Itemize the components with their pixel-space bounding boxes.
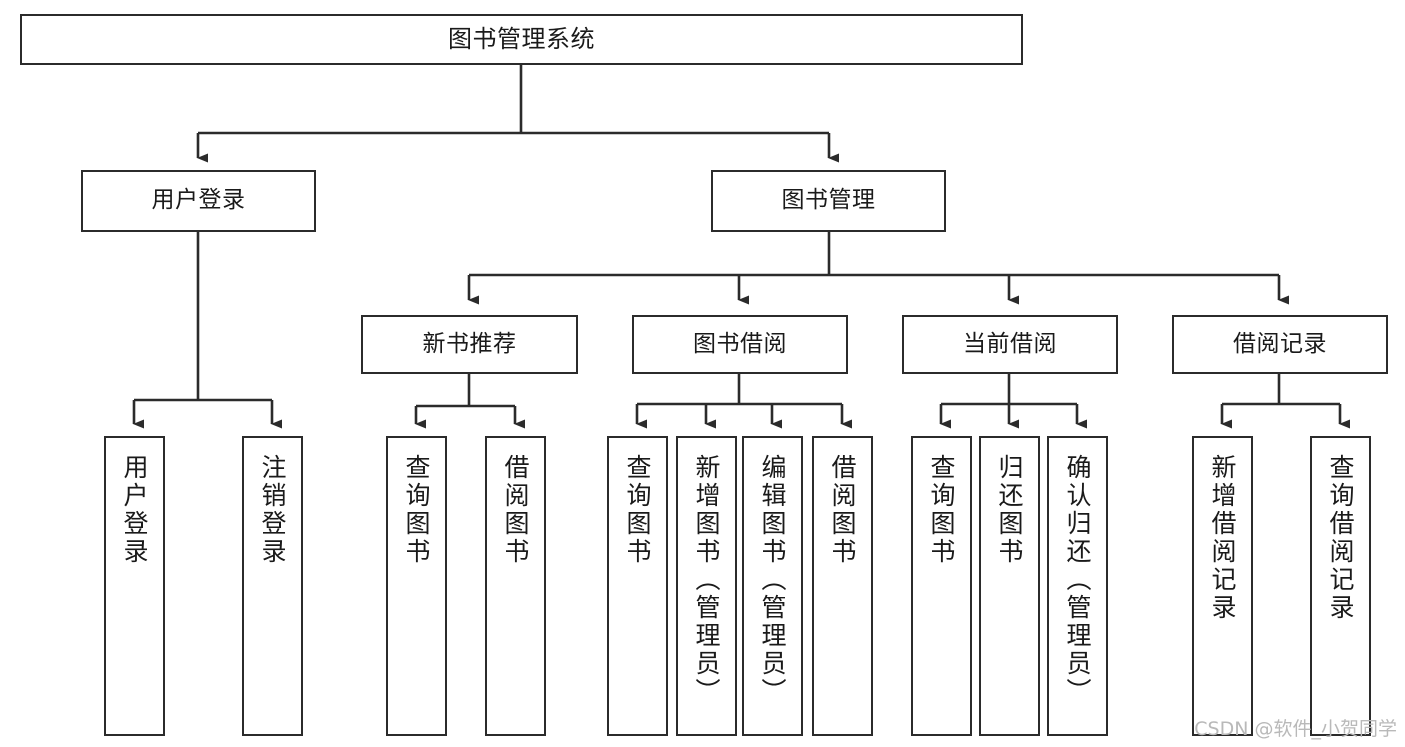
node-label: 图书管理: [781, 187, 876, 214]
leaf-current-borrow-query[interactable]: 查询图书: [911, 436, 972, 736]
node-label: 查询图书: [927, 454, 956, 566]
node-label: 归还图书: [995, 454, 1024, 566]
leaf-user-login-signout[interactable]: 注销登录: [242, 436, 303, 736]
node-label: 用户登录: [120, 454, 149, 566]
leaf-new-book-borrow[interactable]: 借阅图书: [485, 436, 546, 736]
watermark-text: CSDN @软件_小贺同学: [1194, 718, 1397, 740]
node-label: 查询图书: [623, 454, 652, 566]
node-book-management[interactable]: 图书管理: [711, 170, 946, 232]
leaf-book-borrow-edit[interactable]: 编辑图书（管理员）: [742, 436, 803, 736]
node-label: 借阅记录: [1233, 330, 1327, 357]
node-label: 查询借阅记录: [1326, 454, 1355, 622]
node-label: 新增图书（管理员）: [692, 454, 721, 706]
node-label: 新增借阅记录: [1208, 454, 1237, 622]
node-borrow-record[interactable]: 借阅记录: [1172, 315, 1388, 374]
node-user-login[interactable]: 用户登录: [81, 170, 316, 232]
node-current-borrow[interactable]: 当前借阅: [902, 315, 1118, 374]
node-label: 编辑图书（管理员）: [758, 454, 787, 706]
leaf-borrow-record-query[interactable]: 查询借阅记录: [1310, 436, 1371, 736]
node-label: 图书管理系统: [448, 25, 595, 54]
node-label: 图书借阅: [693, 330, 787, 357]
leaf-current-borrow-confirm[interactable]: 确认归还（管理员）: [1047, 436, 1108, 736]
node-book-borrow[interactable]: 图书借阅: [632, 315, 848, 374]
node-label: 当前借阅: [963, 330, 1057, 357]
node-label: 确认归还（管理员）: [1063, 454, 1092, 706]
leaf-book-borrow-query[interactable]: 查询图书: [607, 436, 668, 736]
node-label: 借阅图书: [828, 454, 857, 566]
leaf-book-borrow-add[interactable]: 新增图书（管理员）: [676, 436, 737, 736]
node-label: 新书推荐: [422, 330, 517, 357]
node-new-book-recommend[interactable]: 新书推荐: [361, 315, 578, 374]
leaf-borrow-record-add[interactable]: 新增借阅记录: [1192, 436, 1253, 736]
leaf-book-borrow-lend[interactable]: 借阅图书: [812, 436, 873, 736]
node-label: 注销登录: [258, 454, 287, 566]
leaf-current-borrow-return[interactable]: 归还图书: [979, 436, 1040, 736]
node-label: 查询图书: [402, 454, 431, 566]
node-label: 用户登录: [151, 187, 246, 214]
node-label: 借阅图书: [501, 454, 530, 566]
leaf-user-login-signin[interactable]: 用户登录: [104, 436, 165, 736]
node-root-system[interactable]: 图书管理系统: [20, 14, 1023, 65]
leaf-new-book-query[interactable]: 查询图书: [386, 436, 447, 736]
